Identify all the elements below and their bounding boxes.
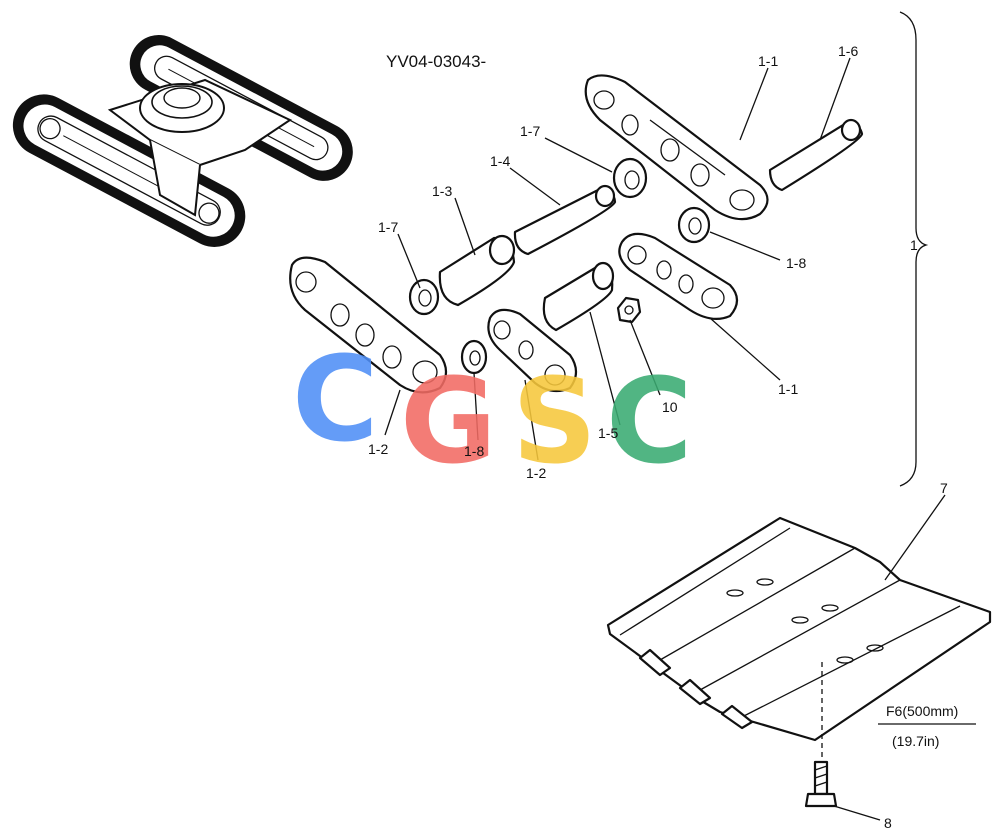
track-chain-exploded-view <box>289 11 992 821</box>
assembly-bracket <box>899 11 929 487</box>
pin-1-6 <box>768 118 864 192</box>
watermark-letter-s: S <box>512 352 597 490</box>
label-7: 7 <box>940 480 948 496</box>
link-1-1-upper <box>584 74 769 221</box>
label-1-7-lower: 1-7 <box>378 219 398 235</box>
seal-1-8-upper <box>677 206 711 244</box>
label-10: 10 <box>662 399 678 415</box>
label-1-6: 1-6 <box>838 43 858 59</box>
nut-10 <box>616 296 642 324</box>
track-shoe-7 <box>606 516 992 760</box>
watermark-letter-c2: C <box>606 352 693 490</box>
link-1-2-left <box>289 256 448 394</box>
bushing-1-5 <box>542 261 615 332</box>
label-1-2-left: 1-2 <box>368 441 388 457</box>
shoe-width-metric: F6(500mm) <box>886 703 958 719</box>
label-1-8-lower: 1-8 <box>464 443 484 459</box>
label-1-2-middle: 1-2 <box>526 465 546 481</box>
leader-lines <box>384 57 946 821</box>
pin-1-4 <box>513 184 617 256</box>
label-1: 1 <box>910 237 918 253</box>
label-1-8-upper: 1-8 <box>786 255 806 271</box>
seal-1-7-upper <box>612 157 648 199</box>
diagram-code: YV04-03043- <box>386 52 486 71</box>
label-1-1-lower: 1-1 <box>778 381 798 397</box>
watermark: C G S C <box>292 330 693 490</box>
label-8: 8 <box>884 815 892 831</box>
label-1-4: 1-4 <box>490 153 510 169</box>
undercarriage-illustration <box>12 35 353 247</box>
label-1-3: 1-3 <box>432 183 452 199</box>
watermark-letter-g: G <box>400 352 497 490</box>
link-1-2-middle <box>487 308 578 393</box>
shoe-width-imperial: (19.7in) <box>892 733 939 749</box>
link-1-1-lower <box>618 232 739 321</box>
shoe-width-note: F6(500mm) (19.7in) <box>878 703 976 749</box>
bolt-8 <box>804 760 838 808</box>
label-1-7-upper: 1-7 <box>520 123 540 139</box>
seal-1-7-lower <box>408 278 440 316</box>
bushing-1-3 <box>438 234 516 307</box>
watermark-letter-c1: C <box>292 330 379 468</box>
label-1-1-upper: 1-1 <box>758 53 778 69</box>
label-1-5: 1-5 <box>598 425 618 441</box>
